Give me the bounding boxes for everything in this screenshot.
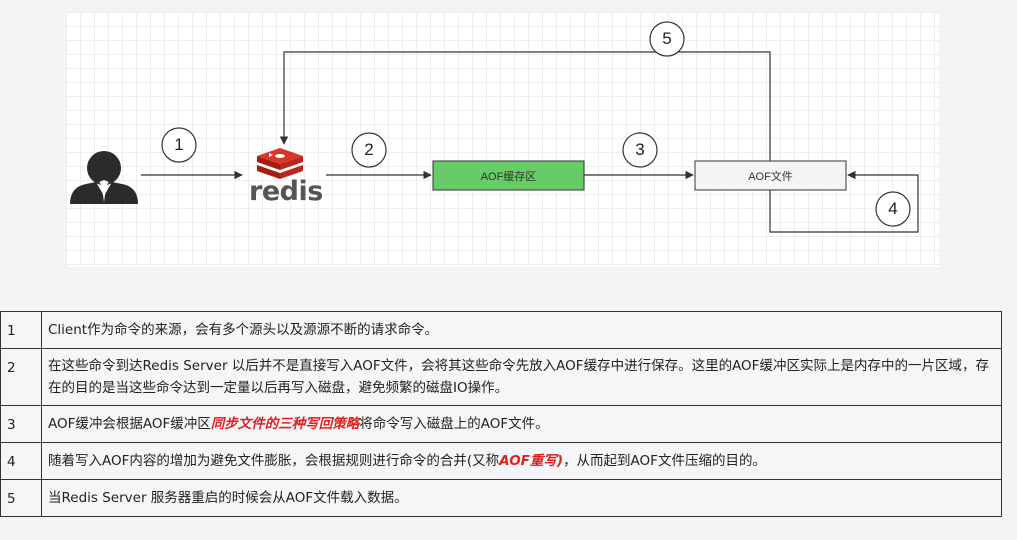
row-text-emphasis: 同步文件的三种写回策略 bbox=[210, 416, 360, 432]
step-1-circle bbox=[161, 127, 197, 163]
step-2-label: 2 bbox=[364, 140, 374, 159]
row-text-emphasis: AOF重写) bbox=[499, 453, 564, 469]
aof-buffer-label: AOF缓存区 bbox=[480, 170, 537, 183]
step-5-circle bbox=[649, 21, 685, 57]
steps-table: 1 Client作为命令的来源，会有多个源头以及源源不断的请求命令。 2 在这些… bbox=[0, 311, 1002, 517]
arrow-reload-to-redis bbox=[279, 51, 771, 161]
step-4-label: 4 bbox=[888, 199, 898, 218]
aof-flow-diagram: redis AOF缓存区 AOF文件 1 2 3 4 5 bbox=[66, 12, 939, 267]
row-number: 1 bbox=[0, 311, 42, 349]
aof-buffer-box bbox=[432, 160, 585, 191]
user-icon bbox=[70, 151, 138, 204]
step-3-circle bbox=[622, 132, 658, 168]
row-text: Client作为命令的来源，会有多个源头以及源源不断的请求命令。 bbox=[41, 311, 1002, 349]
row-text: 当Redis Server 服务器重启的时候会从AOF文件载入数据。 bbox=[41, 479, 1002, 517]
row-number: 5 bbox=[0, 479, 42, 517]
row-text-post: 将命令写入磁盘上的AOF文件。 bbox=[359, 416, 549, 432]
step-3-label: 3 bbox=[635, 140, 645, 159]
step-4-circle bbox=[875, 191, 911, 227]
redis-logo-text: redis bbox=[249, 176, 323, 207]
row-text-post: ，从而起到AOF文件压缩的目的。 bbox=[563, 453, 766, 469]
table-row: 2 在这些命令到达Redis Server 以后并不是直接写入AOF文件，会将其… bbox=[0, 348, 1002, 406]
step-2-circle bbox=[351, 132, 387, 168]
arrow-rewrite-loop bbox=[769, 170, 919, 233]
table-row: 4 随着写入AOF内容的增加为避免文件膨胀，会根据规则进行命令的合并(又称AOF… bbox=[0, 442, 1002, 480]
row-number: 3 bbox=[0, 405, 42, 443]
row-number: 4 bbox=[0, 442, 42, 480]
table-row: 5 当Redis Server 服务器重启的时候会从AOF文件载入数据。 bbox=[0, 479, 1002, 517]
table-row: 1 Client作为命令的来源，会有多个源头以及源源不断的请求命令。 bbox=[0, 311, 1002, 349]
row-text: AOF缓冲会根据AOF缓冲区同步文件的三种写回策略将命令写入磁盘上的AOF文件。 bbox=[41, 405, 1002, 443]
row-text-pre: AOF缓冲会根据AOF缓冲区 bbox=[48, 416, 211, 432]
redis-logo-icon bbox=[257, 148, 303, 179]
diagram-canvas bbox=[70, 21, 919, 233]
row-text-pre: 随着写入AOF内容的增加为避免文件膨胀，会根据规则进行命令的合并(又称 bbox=[48, 453, 500, 469]
row-number: 2 bbox=[0, 348, 42, 406]
step-1-label: 1 bbox=[174, 135, 184, 154]
aof-file-box bbox=[694, 160, 847, 191]
aof-file-label: AOF文件 bbox=[748, 170, 793, 183]
step-5-label: 5 bbox=[662, 29, 672, 48]
row-text: 随着写入AOF内容的增加为避免文件膨胀，会根据规则进行命令的合并(又称AOF重写… bbox=[41, 442, 1002, 480]
row-text: 在这些命令到达Redis Server 以后并不是直接写入AOF文件，会将其这些… bbox=[41, 348, 1002, 406]
table-row: 3 AOF缓冲会根据AOF缓冲区同步文件的三种写回策略将命令写入磁盘上的AOF文… bbox=[0, 405, 1002, 443]
